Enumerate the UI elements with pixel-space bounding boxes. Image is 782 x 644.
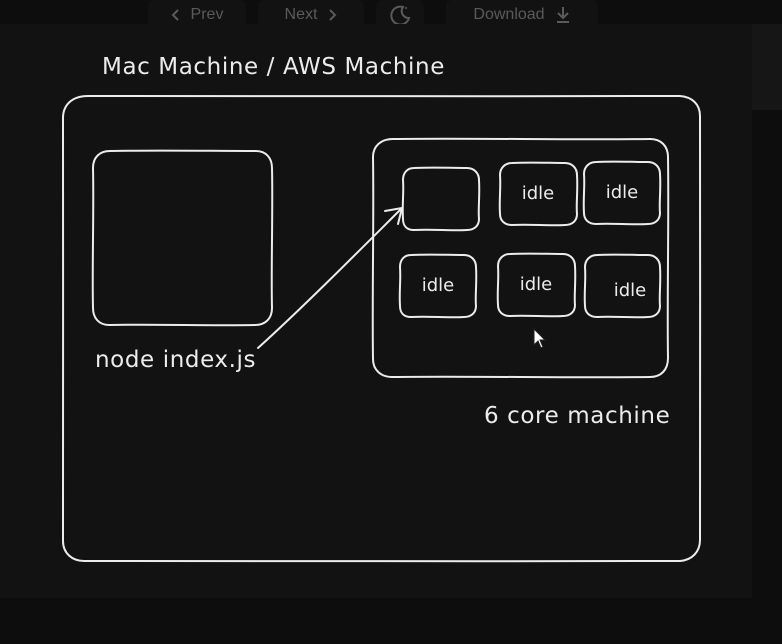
core-box bbox=[498, 161, 579, 227]
core-label: idle bbox=[614, 280, 647, 301]
core-label: idle bbox=[606, 182, 639, 203]
next-label: Next bbox=[284, 6, 318, 23]
download-icon bbox=[555, 6, 571, 24]
download-label: Download bbox=[473, 6, 545, 23]
core-box bbox=[582, 160, 662, 226]
process-label: node index.js bbox=[95, 347, 256, 373]
chevron-right-icon bbox=[327, 9, 337, 21]
outer-machine-box bbox=[61, 94, 702, 563]
side-panel-edge bbox=[752, 24, 782, 110]
core-box bbox=[583, 253, 662, 319]
slide-toolbar: Prev Next Download bbox=[0, 0, 782, 24]
core-label: idle bbox=[522, 183, 555, 204]
process-box bbox=[91, 149, 274, 327]
next-button[interactable]: Next bbox=[258, 0, 364, 24]
cursor-icon bbox=[533, 327, 547, 349]
prev-button[interactable]: Prev bbox=[148, 0, 246, 24]
theme-toggle-button[interactable] bbox=[376, 0, 424, 24]
arrow-head bbox=[384, 207, 403, 225]
process-to-core-arrow bbox=[257, 207, 403, 349]
download-button[interactable]: Download bbox=[446, 0, 598, 24]
machine-label: 6 core machine bbox=[484, 403, 670, 429]
core-box bbox=[496, 252, 577, 318]
slide-canvas bbox=[0, 24, 752, 598]
cpu-box bbox=[371, 137, 670, 379]
prev-label: Prev bbox=[190, 6, 224, 23]
core-box bbox=[398, 253, 478, 319]
chevron-left-icon bbox=[171, 9, 181, 21]
outer-machine-title: Mac Machine / AWS Machine bbox=[102, 54, 445, 80]
moon-icon bbox=[388, 3, 412, 24]
core-box-busy bbox=[401, 166, 481, 232]
core-label: idle bbox=[422, 275, 455, 296]
core-label: idle bbox=[520, 274, 553, 295]
